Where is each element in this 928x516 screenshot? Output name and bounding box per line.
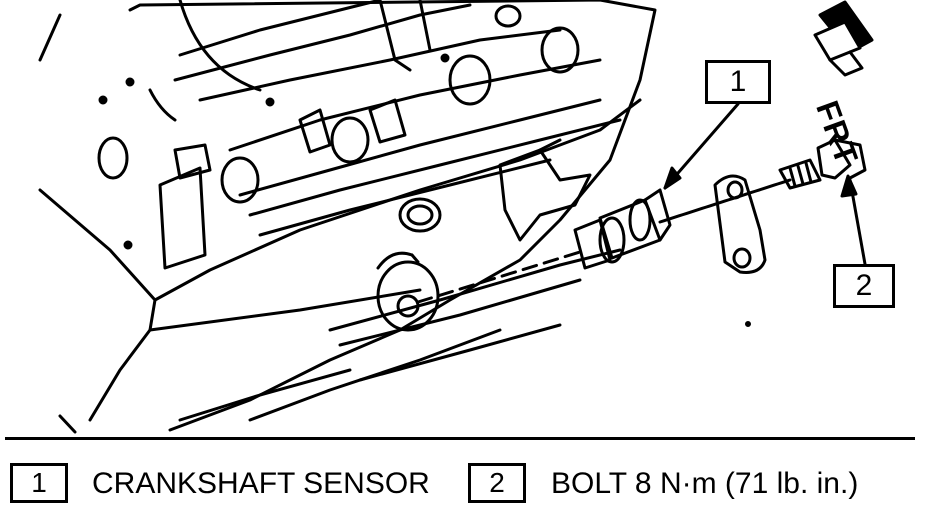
callout-2: 2: [833, 264, 895, 308]
legend-2-number: 2: [468, 463, 526, 503]
legend-divider: [5, 437, 915, 440]
bolt: [658, 138, 867, 224]
sensor-bore: [376, 250, 582, 332]
callout-2-number: 2: [855, 269, 873, 302]
callout-1: 1: [705, 60, 771, 104]
legend-1-number: 1: [10, 463, 68, 503]
engine-block: [38, 0, 657, 432]
legend-2-text: BOLT 8 N·m (71 lb. in.): [551, 467, 859, 500]
legend: 1 CRANKSHAFT SENSOR 2 BOLT 8 N·m (71 lb.…: [0, 437, 928, 516]
callout-leaders: [663, 102, 867, 266]
crankshaft-sensor: [573, 188, 672, 270]
front-direction-arrow-icon: [813, 0, 874, 77]
callout-1-number: 1: [729, 65, 747, 98]
legend-1-text: CRANKSHAFT SENSOR: [92, 467, 430, 500]
